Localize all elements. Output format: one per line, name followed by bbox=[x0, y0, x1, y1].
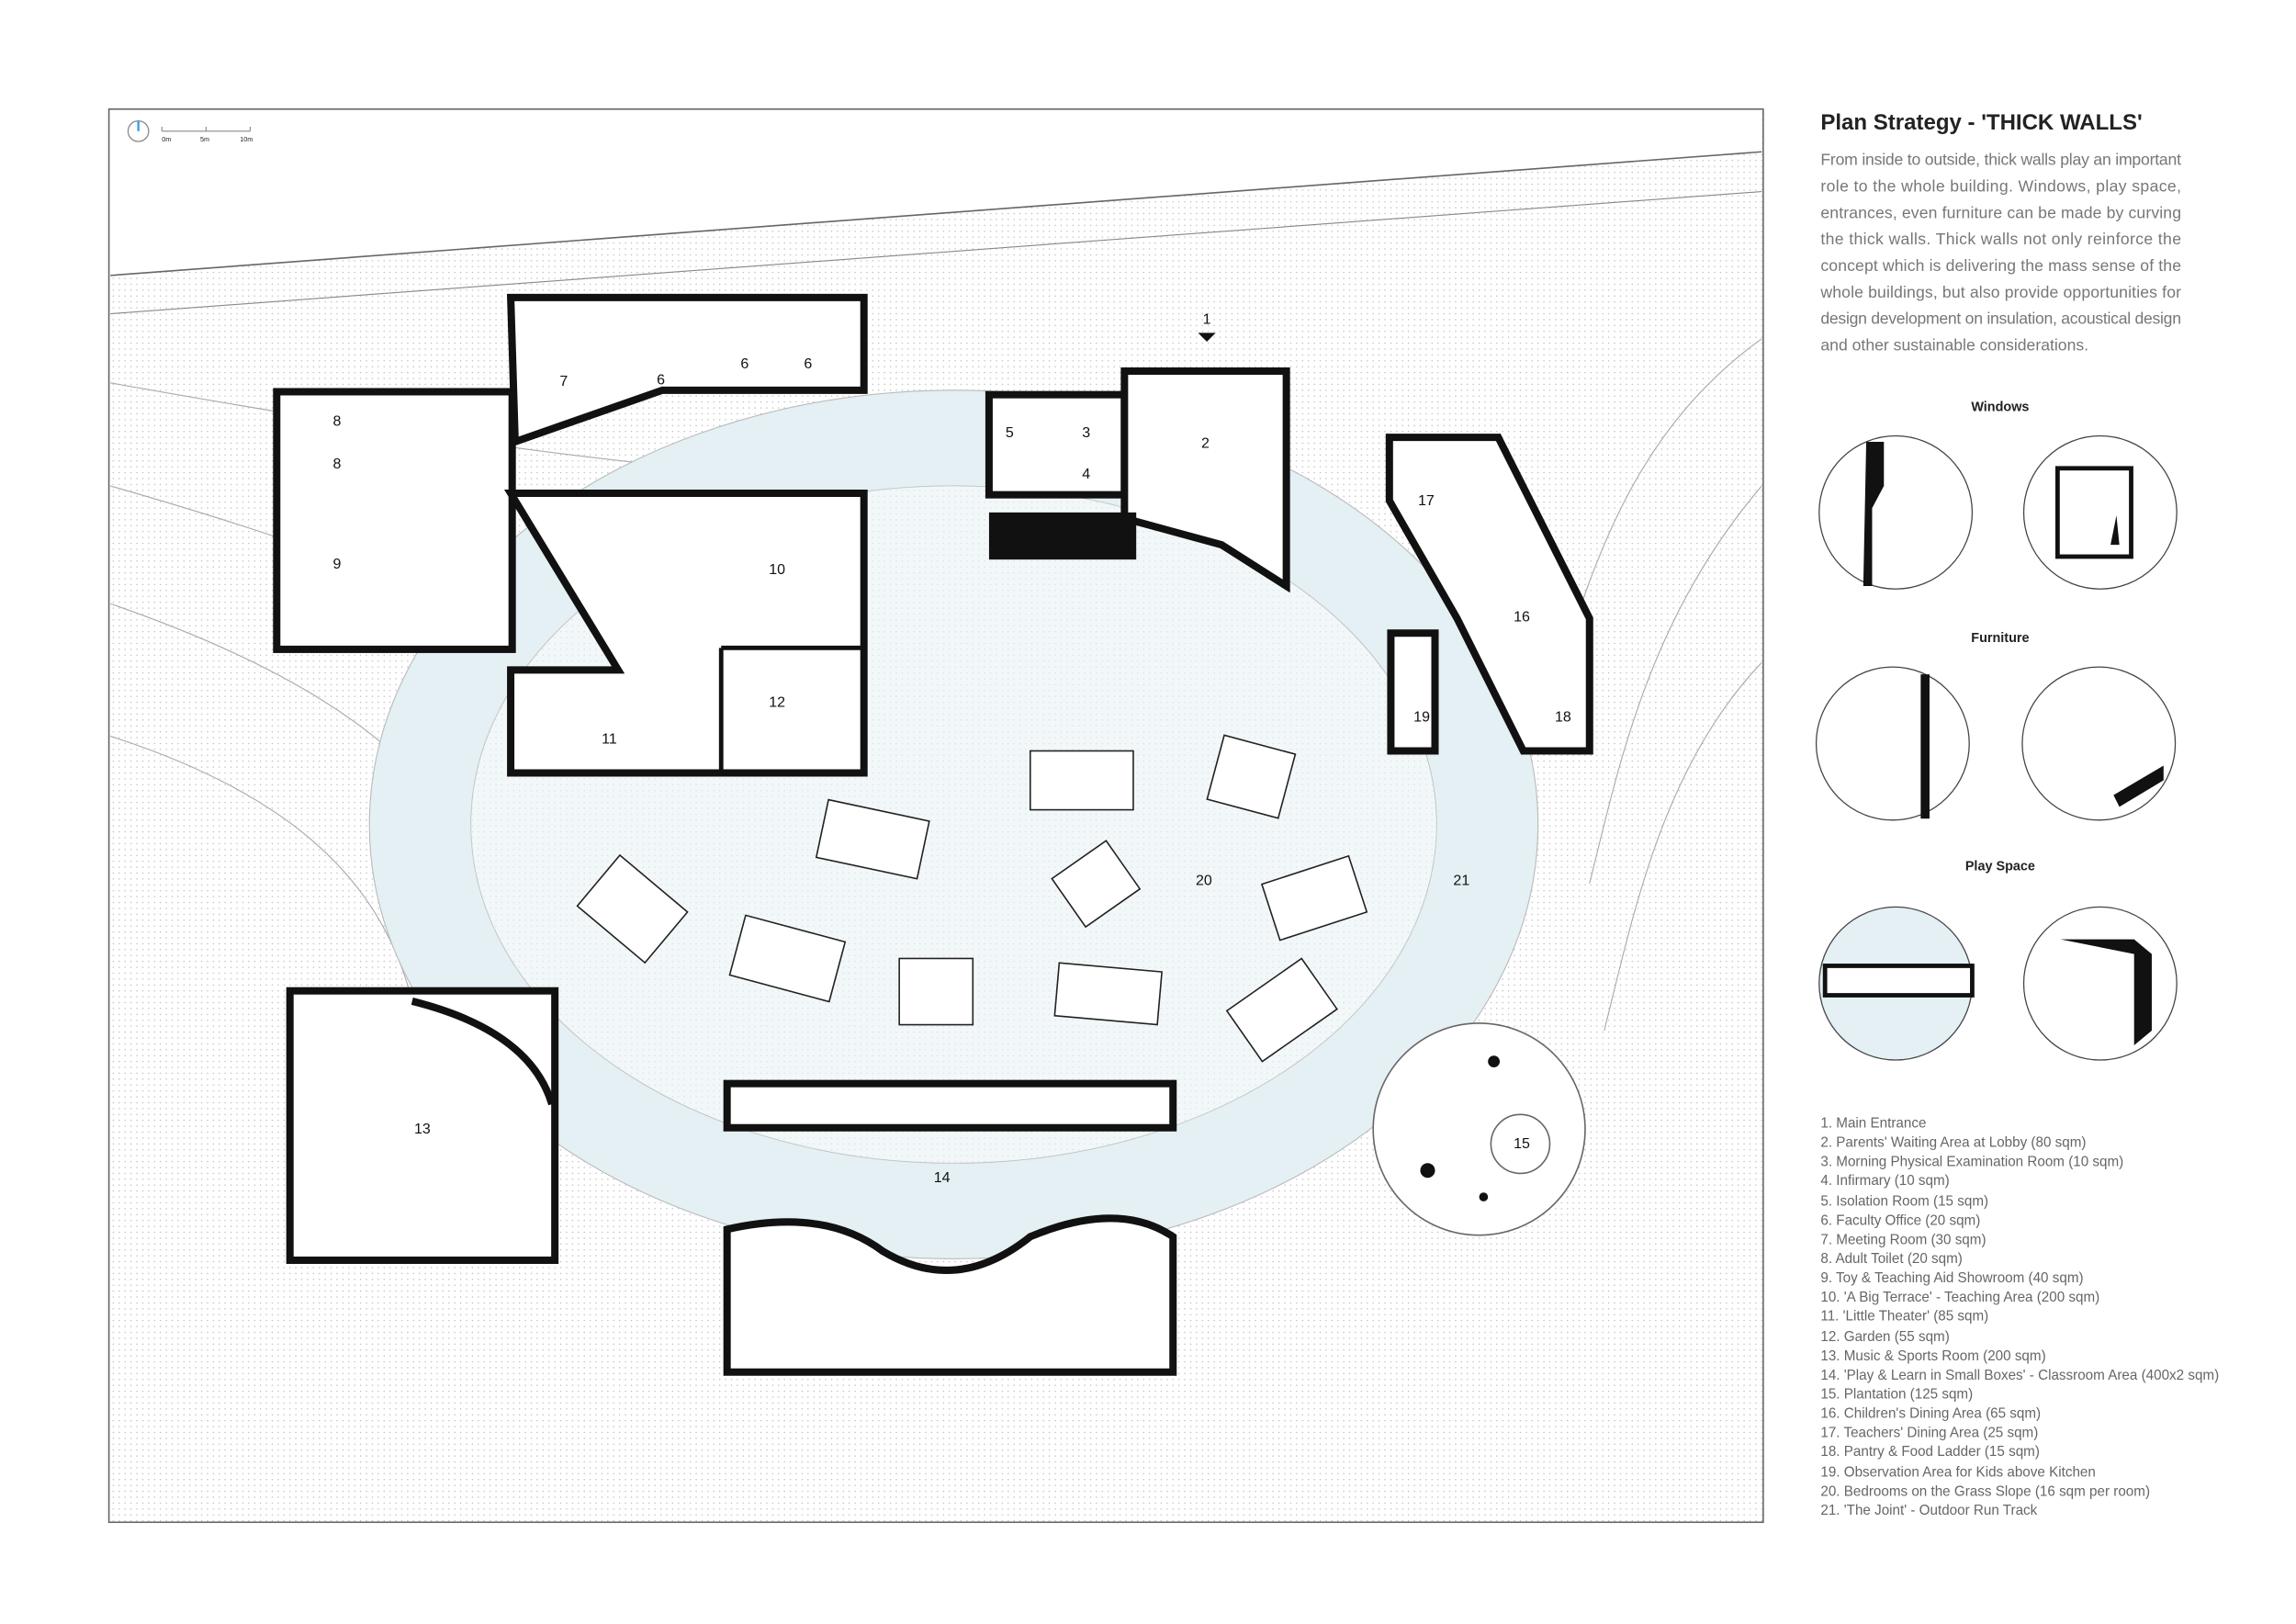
road bbox=[110, 110, 1762, 276]
room-12-label: 12 bbox=[769, 694, 785, 710]
room-7-label: 7 bbox=[559, 373, 568, 389]
legend-item: 8. Adult Toilet (20 sqm) bbox=[1820, 1251, 1963, 1267]
legend-item: 10. 'A Big Terrace' - Teaching Area (200… bbox=[1820, 1290, 2099, 1305]
legend-item: 6. Faculty Office (20 sqm) bbox=[1820, 1213, 1980, 1229]
room-8-label: 8 bbox=[333, 456, 342, 472]
legend-item: 16. Children's Dining Area (65 sqm) bbox=[1820, 1405, 2041, 1421]
room-16-label: 16 bbox=[1514, 608, 1530, 625]
thick-wall-lobby bbox=[988, 512, 1137, 560]
detail-heading: Windows bbox=[1971, 400, 2029, 414]
legend-item: 15. Plantation (125 sqm) bbox=[1820, 1387, 1973, 1403]
legend-item: 21. 'The Joint' - Outdoor Run Track bbox=[1820, 1503, 2037, 1518]
legend-item: 9. Toy & Teaching Aid Showroom (40 sqm) bbox=[1820, 1270, 2083, 1286]
legend-item: 13. Music & Sports Room (200 sqm) bbox=[1820, 1348, 2045, 1364]
detail-heading: Furniture bbox=[1971, 631, 2029, 646]
scale-label: 5m bbox=[200, 135, 209, 143]
scale-label: 10m bbox=[240, 135, 253, 143]
road-edge bbox=[110, 151, 1762, 276]
description-line: From inside to outside, thick walls play… bbox=[1820, 151, 2181, 169]
room-4-label: 4 bbox=[1082, 466, 1090, 482]
north-arrow-icon bbox=[127, 119, 150, 142]
detail-heading: Play Space bbox=[1965, 859, 2035, 874]
room-18-label: 18 bbox=[1555, 708, 1571, 725]
legend-item: 4. Infirmary (10 sqm) bbox=[1820, 1173, 1949, 1189]
description-line: concept which is delivering the mass sen… bbox=[1820, 256, 2181, 275]
description-line: and other sustainable considerations. bbox=[1820, 336, 2088, 355]
legend: 1. Main Entrance 2. Parents' Waiting Are… bbox=[1820, 1116, 2219, 1518]
room-8-label: 8 bbox=[333, 412, 342, 429]
room-2-label: 2 bbox=[1201, 434, 1210, 451]
detail-windows: Windows bbox=[1818, 400, 2178, 590]
description-line: design development on insulation, acoust… bbox=[1820, 310, 2181, 328]
room-19-label: 19 bbox=[1413, 708, 1430, 725]
description-line: whole buildings, but also provide opport… bbox=[1819, 283, 2181, 301]
description-line: role to the whole building. Windows, pla… bbox=[1820, 177, 2181, 196]
room-17-label: 17 bbox=[1418, 492, 1435, 509]
legend-item: 20. Bedrooms on the Grass Slope (16 sqm … bbox=[1820, 1483, 2150, 1499]
site-boundary bbox=[110, 190, 1762, 315]
plantation-circle bbox=[1372, 1022, 1586, 1236]
description-line: entrances, even furniture can be made by… bbox=[1820, 203, 2181, 221]
legend-item: 5. Isolation Room (15 sqm) bbox=[1820, 1194, 1988, 1210]
legend-item: 1. Main Entrance bbox=[1820, 1116, 1926, 1132]
room-11-label: 11 bbox=[602, 730, 617, 747]
room-9-label: 9 bbox=[333, 556, 342, 572]
legend-item: 18. Pantry & Food Ladder (15 sqm) bbox=[1820, 1444, 2040, 1460]
music-room bbox=[286, 987, 559, 1264]
room-numbers: 1 2 3 4 5 6 6 6 7 8 8 9 10 11 12 13 14 1… bbox=[333, 311, 1571, 1186]
dining-wing bbox=[1385, 434, 1593, 755]
legend-item: 17. Teachers' Dining Area (25 sqm) bbox=[1820, 1425, 2038, 1440]
scale-bar: 0m 5m 10m bbox=[161, 127, 253, 143]
room-1-label: 1 bbox=[1203, 311, 1211, 328]
page-title: Plan Strategy - 'THICK WALLS' bbox=[1820, 110, 2142, 135]
classroom-north bbox=[723, 1079, 1177, 1132]
room-13-label: 13 bbox=[414, 1121, 431, 1137]
legend-item: 2. Parents' Waiting Area at Lobby (80 sq… bbox=[1820, 1135, 2086, 1151]
legend-item: 19. Observation Area for Kids above Kitc… bbox=[1820, 1465, 2095, 1481]
legend-item: 7. Meeting Room (30 sqm) bbox=[1820, 1232, 1986, 1247]
room-6-label: 6 bbox=[804, 355, 812, 372]
legend-item: 12. Garden (55 sqm) bbox=[1820, 1329, 1949, 1345]
legend-item: 14. 'Play & Learn in Small Boxes' - Clas… bbox=[1820, 1368, 2219, 1383]
legend-item: 11. 'Little Theater' (85 sqm) bbox=[1820, 1309, 1988, 1325]
room-5-label: 5 bbox=[1006, 424, 1014, 441]
entrance-arrow-icon bbox=[1198, 333, 1216, 342]
detail-furniture: Furniture bbox=[1815, 631, 2177, 821]
detail-play-space: Play Space bbox=[1818, 859, 2178, 1061]
strategy-panel: Plan Strategy - 'THICK WALLS' From insid… bbox=[1815, 110, 2219, 1518]
description-line: the thick walls. Thick walls not only re… bbox=[1820, 230, 2181, 248]
showroom-wing bbox=[273, 388, 516, 653]
room-15-label: 15 bbox=[1514, 1135, 1530, 1152]
scale-label: 0m bbox=[162, 135, 171, 143]
room-10-label: 10 bbox=[769, 561, 785, 578]
classroom-south bbox=[723, 1214, 1177, 1376]
room-3-label: 3 bbox=[1082, 424, 1090, 441]
room-21-label: 21 bbox=[1453, 872, 1469, 888]
terrace-wing bbox=[503, 490, 868, 777]
legend-item: 3. Morning Physical Examination Room (10… bbox=[1820, 1154, 2123, 1169]
room-14-label: 14 bbox=[934, 1169, 951, 1186]
room-6-label: 6 bbox=[657, 371, 665, 388]
health-wing bbox=[985, 390, 1129, 499]
observation-area bbox=[1387, 629, 1439, 755]
bedrooms bbox=[576, 734, 1368, 1063]
room-20-label: 20 bbox=[1196, 872, 1212, 888]
buildings bbox=[273, 293, 1593, 1376]
lobby bbox=[1120, 367, 1290, 593]
room-6-label: 6 bbox=[740, 355, 748, 372]
site-plan: 1 2 3 4 5 6 6 6 7 8 8 9 10 11 12 13 14 1… bbox=[107, 107, 1764, 1524]
